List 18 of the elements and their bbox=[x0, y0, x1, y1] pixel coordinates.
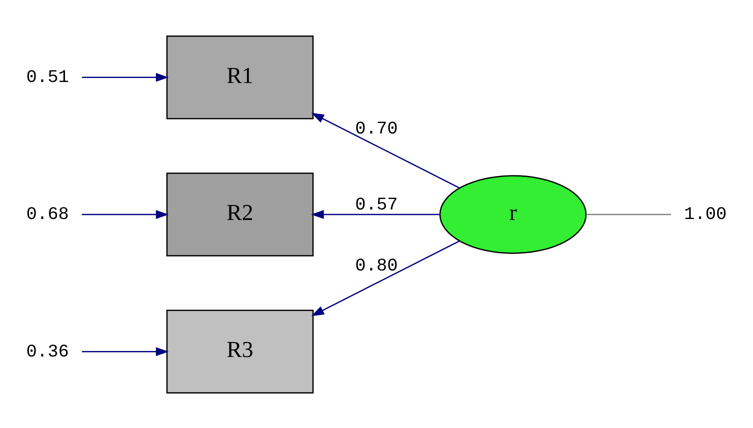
node-box: R3 bbox=[166, 309, 314, 394]
edge-label: 0.80 bbox=[355, 256, 398, 276]
node-text: 0.36 bbox=[26, 342, 69, 362]
node-box: R2 bbox=[166, 172, 314, 256]
node-box: R1 bbox=[166, 34, 314, 119]
arrow bbox=[82, 72, 169, 82]
arrow bbox=[82, 210, 169, 218]
node-text: 1.00 bbox=[684, 204, 727, 225]
arrow bbox=[311, 210, 440, 218]
connector bbox=[586, 213, 671, 215]
node-ellipse: r bbox=[439, 174, 587, 254]
edge-label: 0.70 bbox=[355, 118, 398, 139]
arrow bbox=[311, 112, 460, 188]
edge-label: 0.57 bbox=[355, 195, 398, 216]
node-text: 0.68 bbox=[26, 204, 69, 225]
arrow bbox=[82, 346, 169, 356]
arrow bbox=[311, 240, 460, 316]
node-text: 0.51 bbox=[26, 68, 69, 88]
